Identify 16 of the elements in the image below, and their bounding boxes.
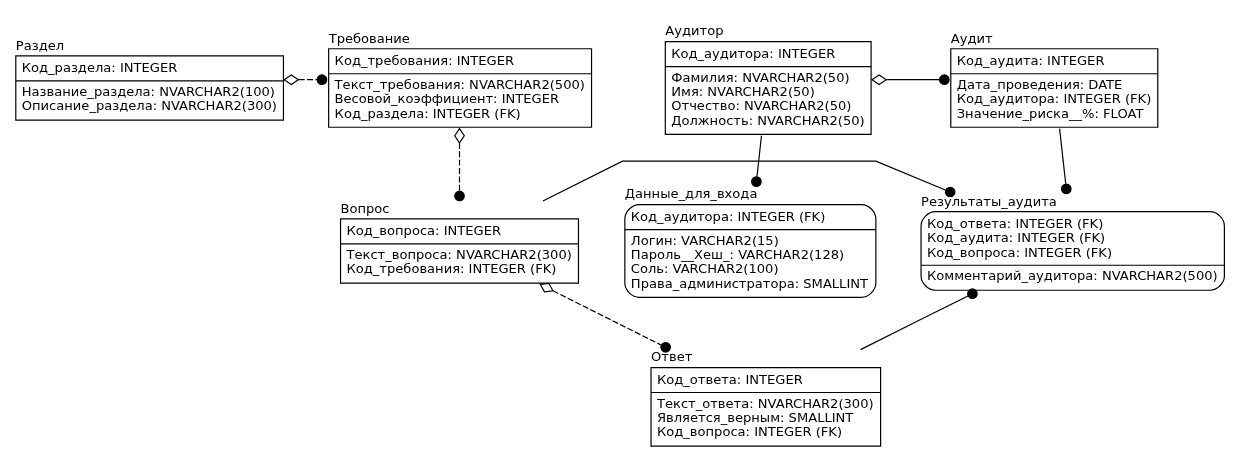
connector: [751, 135, 763, 187]
connector: [870, 74, 950, 86]
node-label: Аудитор: [665, 23, 724, 39]
node-label: Требование: [328, 30, 410, 46]
node-label: Ответ: [651, 349, 693, 365]
connector: [860, 288, 978, 351]
connector: [454, 127, 465, 202]
node-label: Раздел: [15, 37, 65, 53]
connector: [1059, 128, 1072, 195]
connector: [283, 74, 328, 86]
node-label: Результаты_аудита: [921, 193, 1057, 209]
node-label: Вопрос: [340, 200, 390, 216]
node-label: Данные_для_входа: [624, 186, 758, 202]
connector: [542, 160, 956, 202]
connector: [539, 282, 671, 353]
node-label: Аудит: [950, 30, 993, 46]
